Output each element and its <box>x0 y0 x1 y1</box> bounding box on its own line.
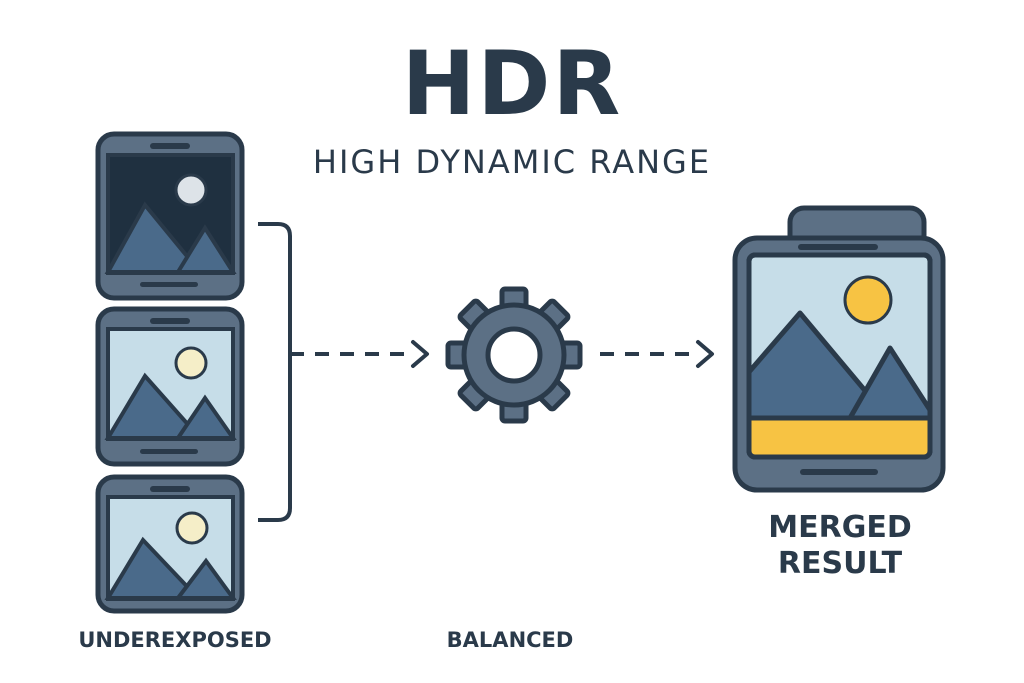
gear-icon <box>445 286 583 424</box>
page-title: HDR <box>401 32 623 135</box>
sun-icon <box>843 275 893 325</box>
merged-label-line1: MERGED <box>768 510 912 545</box>
bracket-line <box>258 222 292 522</box>
merged-result-label: MERGED RESULT <box>740 510 940 582</box>
arrow-to-gear-icon <box>290 340 429 368</box>
merged-result-device-icon <box>732 205 946 493</box>
merged-label-line2: RESULT <box>777 546 903 581</box>
underexposed-label: UNDEREXPOSED <box>78 628 272 652</box>
phone-balanced-icon <box>95 306 245 467</box>
phone-third-icon <box>95 474 245 614</box>
balanced-label: BALANCED <box>446 628 574 652</box>
page-subtitle: HIGH DYNAMIC RANGE <box>312 143 712 181</box>
arrow-to-result-icon <box>600 340 714 368</box>
phone-underexposed-icon <box>95 131 245 301</box>
